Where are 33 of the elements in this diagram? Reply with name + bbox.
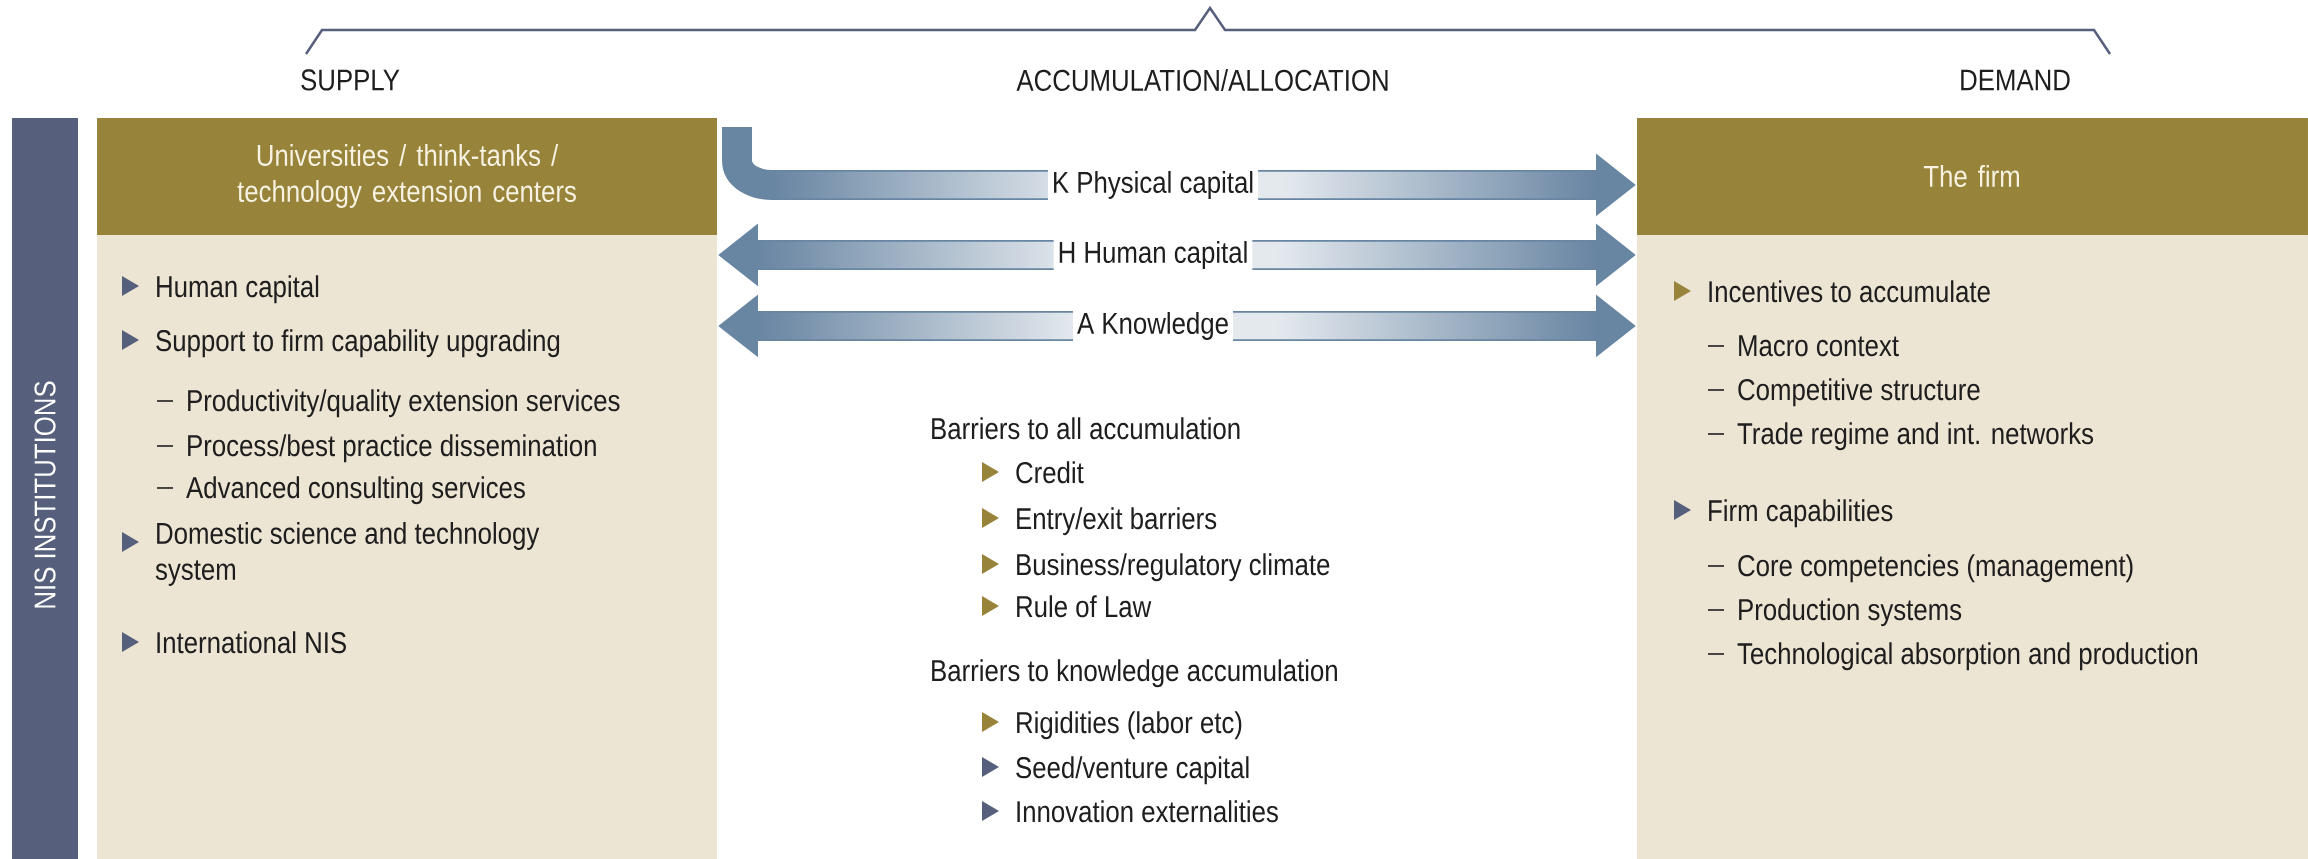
band-label: NIS INSTITUTIONS	[34, 381, 56, 608]
edge-label: A Knowledge	[1073, 308, 1234, 344]
list-item: Productivity/quality extension services	[156, 389, 620, 418]
list-item: Trade regime and int. networks	[1707, 422, 2094, 451]
list-item: Technological absorption and production	[1707, 642, 2198, 671]
list-item: Credit	[982, 461, 1084, 484]
list-item: Business/regulatory climate	[982, 553, 1330, 582]
list-heading: Barriers to all accumulation	[932, 417, 1240, 440]
edge-label: K Physical capital	[1047, 167, 1259, 203]
list-item: Firm capabilities	[1674, 499, 1893, 528]
list-item: Innovation externalities	[982, 800, 1278, 823]
card-heading: Universities / think-tanks / technology extension centers	[237, 144, 576, 208]
column-heading: SUPPLY	[301, 69, 400, 91]
list-item: Entry/exit barriers	[982, 507, 1217, 536]
list-item: Advanced consulting services	[156, 476, 525, 505]
list-item: Core competencies (management)	[1707, 554, 2133, 583]
list-item: Human capital	[122, 275, 319, 304]
edge-label: H Human capital	[1053, 237, 1253, 273]
list-item: International NIS	[122, 631, 346, 654]
list-item: Rigidities (labor etc)	[982, 711, 1242, 740]
list-item: Macro context	[1707, 335, 1899, 357]
list-item: Seed/venture capital	[982, 756, 1249, 785]
column-heading: ACCUMULATION/ALLOCATION	[1016, 68, 1388, 91]
list-heading: Barriers to knowledge accumulation	[932, 659, 1337, 688]
list-item: Production systems	[1707, 598, 1962, 627]
list-item: Domestic science and technology system	[122, 522, 540, 586]
card-heading: The firm	[1923, 164, 2019, 187]
column-heading: DEMAND	[1961, 69, 2070, 91]
list-item: Rule of Law	[982, 595, 1152, 618]
list-item: Incentives to accumulate	[1674, 280, 1990, 303]
list-item: Support to firm capability upgrading	[122, 329, 560, 358]
list-item: Competitive structure	[1707, 378, 1980, 407]
list-item: Process/best practice dissemination	[156, 434, 596, 463]
